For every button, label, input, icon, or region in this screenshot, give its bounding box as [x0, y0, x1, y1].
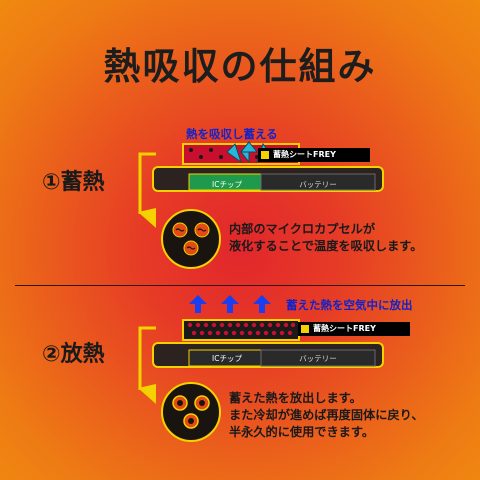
step2-battery [260, 349, 376, 367]
step1-label: ①蓄熱 [42, 170, 105, 195]
pointer-arrow-icon [138, 152, 156, 228]
step2-chip-label: ICチップ [212, 354, 242, 363]
step2-description-line2: また冷却が進めば再度固体に戻り、 [229, 408, 424, 422]
step1-caption: 熱を吸収し蓄える [186, 127, 278, 141]
step2-description-line1: 蓄えた熱を放出します。 [229, 391, 362, 405]
step2-sheet-label: 蓄熱シートFREY [313, 324, 376, 333]
step2-label: ②放熱 [42, 342, 105, 367]
step2-caption: 蓄えた熱を空気中に放出 [286, 298, 413, 312]
liquid-capsule-icon [161, 209, 221, 269]
step1-battery [260, 173, 376, 191]
solid-capsule-icon [161, 382, 221, 442]
step1-battery-label: バッテリー [299, 180, 337, 189]
step2-legend-swatch [301, 325, 309, 333]
pointer-arrow-icon [138, 326, 156, 404]
section-divider [15, 285, 465, 286]
heat-release-arrows-icon [189, 295, 271, 313]
step1-chip-label: ICチップ [212, 180, 242, 189]
step2-heat-sheet [182, 319, 300, 341]
step1-sheet-label: 蓄熱シートFREY [273, 150, 336, 159]
step2-sheet-legend [298, 322, 410, 336]
step2-battery-label: バッテリー [299, 354, 337, 363]
step2-phone-section [152, 319, 384, 368]
step1-description-line1: 内部のマイクロカプセルが [229, 222, 376, 236]
page-title: 熱吸収の仕組み [103, 45, 377, 88]
step1-sheet-legend [258, 148, 370, 162]
step2-description-line3: 半永久的に使用できます。 [229, 425, 375, 439]
step1-legend-swatch [261, 151, 269, 159]
step1-description-line2: 液化することで温度を吸収します。 [229, 239, 423, 253]
